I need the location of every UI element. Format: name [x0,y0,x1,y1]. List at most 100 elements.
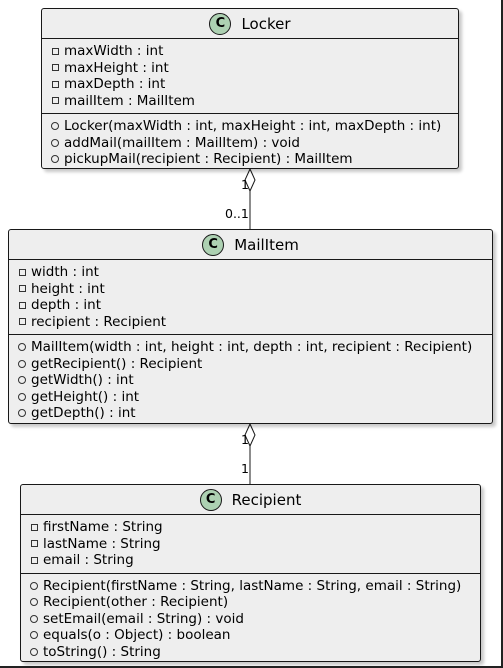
methods-section: Recipient(firstName : String, lastName :… [21,574,480,665]
private-visibility-icon [50,96,60,106]
aggregation-diamond-locker [244,167,256,193]
class-badge-icon: C [202,233,225,256]
attribute-text: firstName : String [43,519,163,536]
attribute-row: maxDepth : int [50,76,458,93]
public-visibility-icon [29,581,39,591]
methods-section: MailItem(width : int, height : int, dept… [9,335,492,426]
method-row: getWidth() : int [17,372,492,389]
attribute-row: depth : int [17,297,492,314]
attribute-text: depth : int [31,297,102,314]
method-row: getDepth() : int [17,405,492,422]
class-locker: C Locker maxWidth : int maxHeight : int … [41,8,459,169]
attribute-text: maxWidth : int [64,43,164,60]
private-visibility-icon [50,63,60,73]
method-text: Locker(maxWidth : int, maxHeight : int, … [64,118,442,135]
private-visibility-icon [17,300,27,310]
method-row: setEmail(email : String) : void [29,611,480,628]
class-mailitem: C MailItem width : int height : int dept… [8,229,493,424]
private-visibility-icon [17,317,27,327]
method-row: Recipient(other : Recipient) [29,594,480,611]
public-visibility-icon [29,597,39,607]
attributes-section: firstName : String lastName : String ema… [21,515,480,574]
public-visibility-icon [50,154,60,164]
bottom-border [0,666,503,668]
right-border [501,0,503,668]
class-badge-icon: C [209,12,232,35]
attributes-section: width : int height : int depth : int rec… [9,260,492,335]
attribute-row: height : int [17,281,492,298]
class-name: Locker [241,14,291,33]
private-visibility-icon [29,539,39,549]
method-text: getRecipient() : Recipient [31,355,203,372]
method-row: Recipient(firstName : String, lastName :… [29,578,480,595]
class-badge-icon: C [199,488,222,511]
private-visibility-icon [17,284,27,294]
method-text: Recipient(firstName : String, lastName :… [43,577,462,594]
attribute-text: maxDepth : int [64,76,166,93]
attribute-row: firstName : String [29,519,480,536]
method-text: Recipient(other : Recipient) [43,594,229,611]
private-visibility-icon [50,46,60,56]
attribute-text: email : String [43,552,134,569]
attribute-row: recipient : Recipient [17,314,492,331]
attribute-text: height : int [31,280,105,297]
attribute-row: maxWidth : int [50,43,458,60]
class-header: C Recipient [21,485,480,515]
method-text: addMail(mailItem : MailItem) : void [64,134,301,151]
public-visibility-icon [17,392,27,402]
class-header: C MailItem [9,230,492,260]
multiplicity-recipient-target: 1 [241,461,249,476]
attribute-row: lastName : String [29,536,480,553]
attribute-row: maxHeight : int [50,60,458,77]
public-visibility-icon [17,408,27,418]
public-visibility-icon [17,375,27,385]
attribute-row: width : int [17,264,492,281]
multiplicity-mailitem-target: 0..1 [225,206,249,221]
public-visibility-icon [17,342,27,352]
private-visibility-icon [29,522,39,532]
public-visibility-icon [29,630,39,640]
method-row: toString() : String [29,644,480,661]
class-name: MailItem [234,235,299,254]
multiplicity-locker-source: 1 [241,177,249,192]
private-visibility-icon [17,267,27,277]
public-visibility-icon [29,614,39,624]
attribute-text: width : int [31,264,99,281]
aggregation-diamond-mailitem [244,422,256,448]
class-name: Recipient [231,490,302,509]
attribute-text: recipient : Recipient [31,313,167,330]
method-row: addMail(mailItem : MailItem) : void [50,135,458,152]
method-text: toString() : String [43,643,161,660]
public-visibility-icon [50,121,60,131]
multiplicity-mailitem-source: 1 [241,432,249,447]
method-row: getRecipient() : Recipient [17,356,492,373]
method-text: pickupMail(recipient : Recipient) : Mail… [64,151,353,168]
method-text: MailItem(width : int, height : int, dept… [31,339,473,356]
attributes-section: maxWidth : int maxHeight : int maxDepth … [42,39,458,114]
attribute-row: mailItem : MailItem [50,93,458,110]
method-row: Locker(maxWidth : int, maxHeight : int, … [50,118,458,135]
class-recipient: C Recipient firstName : String lastName … [20,484,481,662]
method-text: getDepth() : int [31,405,136,422]
private-visibility-icon [29,555,39,565]
public-visibility-icon [29,647,39,657]
methods-section: Locker(maxWidth : int, maxHeight : int, … [42,114,458,172]
attribute-row: email : String [29,552,480,569]
attribute-text: mailItem : MailItem [64,92,195,109]
method-text: getHeight() : int [31,388,140,405]
method-text: setEmail(email : String) : void [43,610,244,627]
method-row: getHeight() : int [17,389,492,406]
private-visibility-icon [50,79,60,89]
attribute-text: lastName : String [43,535,161,552]
method-text: getWidth() : int [31,372,134,389]
attribute-text: maxHeight : int [64,59,169,76]
public-visibility-icon [17,359,27,369]
method-row: pickupMail(recipient : Recipient) : Mail… [50,151,458,168]
public-visibility-icon [50,138,60,148]
method-row: MailItem(width : int, height : int, dept… [17,339,492,356]
method-row: equals(o : Object) : boolean [29,627,480,644]
method-text: equals(o : Object) : boolean [43,627,231,644]
class-header: C Locker [42,9,458,39]
